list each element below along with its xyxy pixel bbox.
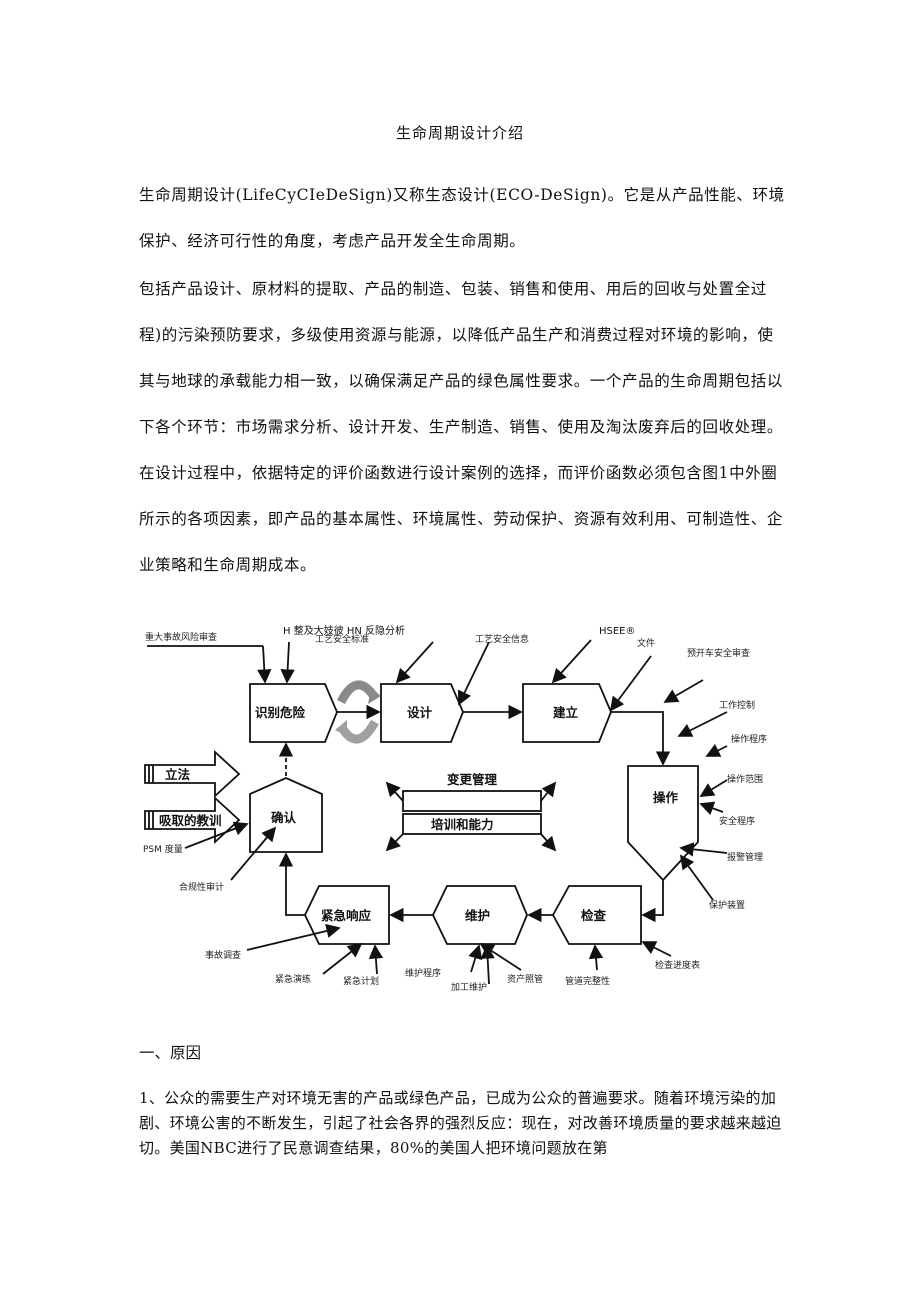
training-bar [402,813,542,835]
header-left-label: H 整及大妓彼 HN 反隐分析 [283,624,405,637]
cycle-icon [335,680,381,744]
insp-schedule-label: 检查进度表 [655,959,700,971]
confirm-label: 确认 [271,810,297,825]
file-label: 文件 [637,637,655,649]
header-right-label: HSEE® [599,626,636,637]
asset-care-label: 资产照管 [507,973,543,985]
work-control-label: 工作控制 [719,699,755,711]
change-mgmt-bar [402,790,542,812]
alarm-mgmt-label: 报警管理 [727,851,763,863]
legislation-arrow [144,749,241,799]
maintain-label: 维护 [465,908,490,923]
reason-paragraph: 1、公众的需要生产对环境无害的产品或绿色产品，已成为公众的普遍要求。随着环境污染… [139,1089,782,1157]
intro-paragraph: 生命周期设计(LifeCyCIeDeSign)又称生态设计(ECO-DeSign… [139,186,785,250]
psm-label: PSM 度量 [143,843,183,855]
processing-maint-label: 加工维护 [451,981,487,993]
maint-proc-label: 维护程序 [405,967,441,979]
change-mgmt-label: 变更管理 [447,772,498,787]
design-label: 设计 [407,705,433,720]
inspect-label: 检查 [581,908,607,923]
document-title: 生命周期设计介绍 [395,124,524,142]
major-risk-label: 重大事故风险审查 [145,631,217,643]
emerg-drill-label: 紧急演练 [275,973,311,985]
protect-dev-label: 保护装置 [709,899,745,911]
op-proc-label: 操作程序 [731,733,767,745]
prestart-label: 预开车安全审查 [687,647,750,659]
safe-proc-label: 安全程序 [719,815,755,827]
process-info-label: 工艺安全信息 [475,633,529,645]
lifecycle-paragraph: 包括产品设计、原材料的提取、产品的制造、包装、销售和使用、用后的回收与处置全过程… [139,280,784,574]
op-range-label: 操作范围 [727,773,763,785]
identify-label: 识别危险 [255,705,306,720]
emergency-label: 紧急响应 [321,908,372,923]
identify-box [249,683,338,743]
section-heading: 一、原因 [139,1044,202,1062]
design-box [380,683,464,743]
accident-inv-label: 事故调查 [205,949,241,961]
mgmt-integrity-label: 管道完整性 [565,975,610,987]
operate-label: 操作 [653,790,679,805]
process-std-label: 工艺安全标准 [315,633,369,645]
build-label: 建立 [553,705,579,720]
legislation-label: 立法 [165,767,191,782]
process-safety-diagram: H 整及大妓彼 HN 反隐分析 HSEE® 识别危险 设计 建立 操作 检查 维… [143,624,767,993]
emerg-plan-label: 紧急计划 [343,975,379,987]
build-box [522,683,612,743]
lessons-label: 吸取的教训 [159,813,222,828]
operate-box [627,765,699,882]
compliance-audit-label: 合规性审计 [179,881,224,893]
inspect-box [551,885,642,945]
training-label: 培训和能力 [431,817,494,832]
